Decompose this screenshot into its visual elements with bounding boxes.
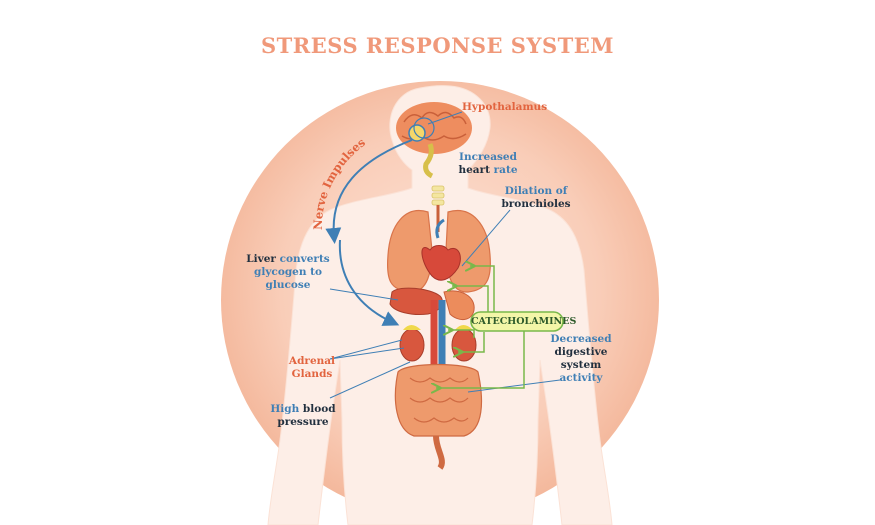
nerve-impulse-arrow (325, 139, 413, 244)
catecholamine-arrows (436, 266, 525, 388)
digestive-label: Decreased digestive system activity (548, 333, 614, 385)
heart-rate-label-word-heart: heart (458, 164, 490, 176)
catecholamines-badge (470, 311, 564, 332)
liver-label-line3: glucose (265, 279, 311, 291)
adrenal-label: Adrenal Glands (282, 355, 342, 381)
liver-label-word-converts: converts (279, 253, 330, 265)
blood-pressure-label-word-high: High (270, 403, 300, 415)
brain (396, 102, 472, 179)
intestines (394, 363, 483, 470)
blood-vessels (430, 300, 446, 365)
hypothalamus-label: Hypothalamus (462, 101, 548, 113)
nerve-impulse-arrow-lower (338, 239, 400, 326)
heart-rate-label-line1: Increased (459, 151, 517, 163)
bronchioles-label-line2: bronchioles (501, 198, 571, 210)
blood-pressure-label-line2: pressure (277, 416, 329, 428)
heart (421, 218, 461, 281)
liver-label-word-liver: Liver (246, 253, 276, 265)
kidneys (399, 325, 477, 362)
bronchioles-label-line1: Dilation of (504, 185, 568, 197)
heart-rate-label: Increased heart rate (458, 151, 518, 177)
blood-pressure-label-word-blood: blood (302, 403, 336, 415)
adrenal-label-line1: Adrenal (288, 355, 336, 367)
digestive-label-line1: Decreased (550, 333, 612, 345)
digestive-label-line2: digestive (554, 346, 608, 358)
liver-label-line2: glycogen to (254, 266, 322, 278)
liver-stomach (389, 287, 475, 320)
digestive-label-line4: activity (559, 372, 603, 384)
spine (431, 185, 445, 206)
callout-lines (329, 111, 561, 399)
adrenal-label-line2: Glands (291, 368, 333, 380)
liver-label: Liver converts glycogen to glucose (246, 253, 330, 292)
catecholamines-label: CATECHOLAMINES (471, 316, 577, 327)
digestive-label-line3: system (560, 359, 602, 371)
heart-rate-label-word-rate: rate (493, 164, 518, 176)
bronchioles-label: Dilation of bronchioles (498, 185, 574, 211)
blood-pressure-label: High blood pressure (270, 403, 336, 429)
page-title: STRESS RESPONSE SYSTEM (260, 33, 615, 58)
